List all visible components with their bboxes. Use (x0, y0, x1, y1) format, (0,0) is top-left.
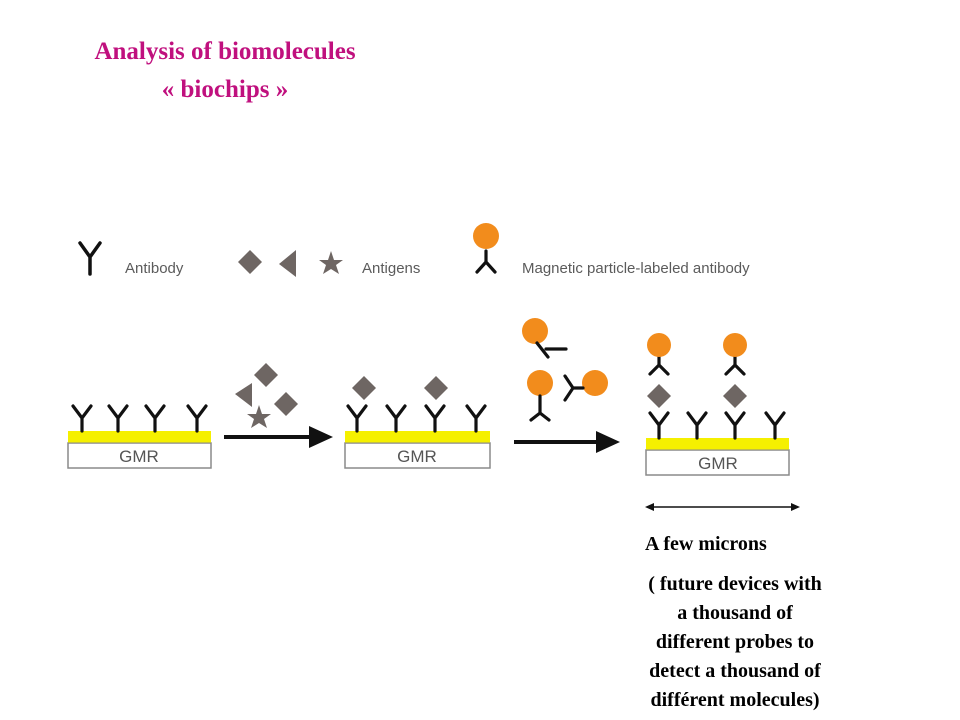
note-line: a thousand of (677, 602, 793, 624)
gmr-label-1: GMR (119, 447, 159, 466)
scale-bar (645, 503, 800, 511)
note-line: ( future devices with (648, 573, 822, 595)
note-line: différent molecules) (650, 689, 820, 711)
gmr-sensor-3: GMR (645, 331, 790, 476)
antigen-cluster (235, 363, 298, 428)
antigen-triangle-icon (279, 250, 296, 277)
note-line: different probes to (655, 631, 815, 653)
page-title: Analysis of biomolecules (94, 38, 356, 65)
antigens-legend-label: Antigens (362, 260, 420, 277)
labeled-antibody-legend-label: Magnetic particle-labeled antibody (522, 260, 750, 277)
antigen-diamond-icon (238, 250, 262, 274)
labeled-antibody-legend-icon (473, 223, 499, 274)
page-subtitle: « biochips » (161, 76, 289, 103)
labeled-antibody-cluster (522, 318, 608, 422)
antigen-star-icon (319, 251, 343, 274)
process-arrow-1 (224, 426, 333, 448)
antibody-legend-label: Antibody (125, 260, 184, 277)
scale-label: A few microns (645, 533, 767, 555)
antibody-legend-icon (78, 241, 102, 276)
gmr-sensor-1: GMR (67, 404, 212, 469)
gmr-label-3: GMR (698, 454, 738, 473)
process-arrow-2 (514, 431, 620, 453)
future-devices-note: ( future devices with a thousand of diff… (600, 570, 870, 715)
gmr-label-2: GMR (397, 447, 437, 466)
legend: Antibody Antigens Magnetic particle-labe… (78, 223, 750, 277)
gmr-sensor-2: GMR (344, 376, 491, 469)
note-line: detect a thousand of (649, 660, 821, 682)
